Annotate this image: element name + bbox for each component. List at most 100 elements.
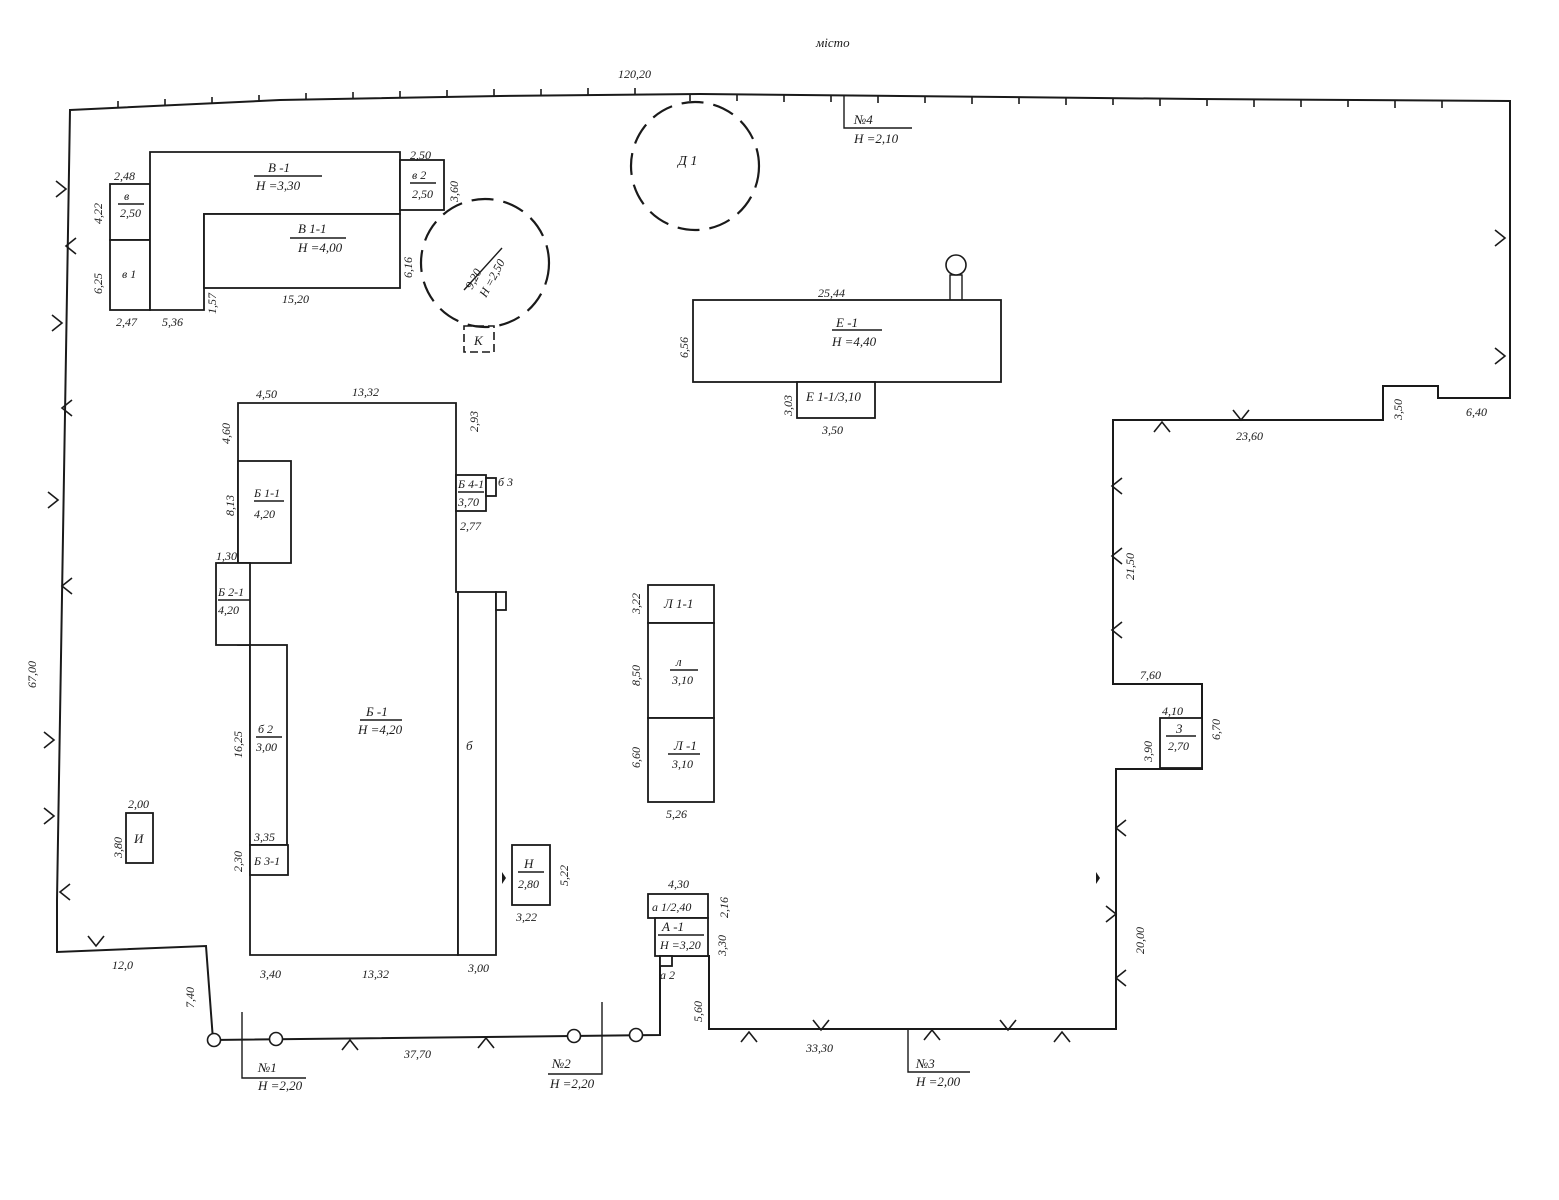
- svg-text:Н =2,10: Н =2,10: [853, 131, 899, 146]
- building-l-height: 3,10: [671, 673, 693, 687]
- dim-a-330: 3,30: [715, 935, 729, 957]
- dim-top: 120,20: [618, 67, 651, 81]
- building-v2-name: в 2: [412, 168, 426, 182]
- building-b4-1-name: Б 4-1: [457, 477, 484, 491]
- building-a1-small-label: а 1/2,40: [652, 900, 691, 914]
- building-v1-name: В -1: [268, 160, 290, 175]
- dim-v-422: 4,22: [91, 203, 105, 224]
- dim-b-130: 1,30: [216, 549, 237, 563]
- svg-text:№4: №4: [853, 112, 873, 127]
- building-i-name: И: [133, 831, 144, 846]
- building-v1-small-name: в 1: [122, 267, 136, 281]
- dim-bottom-left-step: 7,40: [183, 987, 197, 1008]
- street-label: місто: [815, 35, 850, 50]
- building-i: [125, 812, 154, 864]
- dim-n-522: 5,22: [557, 865, 571, 886]
- dim-b-450: 4,50: [256, 387, 277, 401]
- dim-l-526: 5,26: [666, 807, 687, 821]
- svg-text:№1: №1: [257, 1060, 277, 1075]
- building-l-group: [647, 584, 715, 803]
- gate-1: №1 Н =2,20: [241, 1012, 306, 1093]
- building-e-group: [692, 254, 1002, 419]
- dim-l-660: 6,60: [629, 747, 643, 768]
- dim-v-250: 2,50: [410, 148, 431, 162]
- building-b1-1-name: Б 1-1: [253, 486, 280, 500]
- dim-b-460: 4,60: [219, 423, 233, 444]
- dim-z-390: 3,90: [1141, 741, 1155, 763]
- building-b-group: [215, 402, 507, 956]
- gate-2: №2 Н =2,20: [548, 1002, 603, 1091]
- dim-b-277: 2,77: [460, 519, 482, 533]
- building-v-height: 2,50: [120, 206, 141, 220]
- fence-markers: [43, 180, 1507, 1051]
- building-3-height: 2,70: [1168, 739, 1189, 753]
- dim-e-2544: 25,44: [818, 286, 845, 300]
- d1-label: Д 1: [676, 154, 697, 169]
- dim-right-lower: 20,00: [1133, 927, 1147, 954]
- building-b2-height: 3,00: [255, 740, 277, 754]
- dim-i-380: 3,80: [111, 837, 125, 859]
- dim-a-216: 2,16: [717, 897, 731, 918]
- building-b3-1-name: Б 3-1: [253, 854, 280, 868]
- building-l-name: л: [675, 654, 682, 669]
- dim-b-1332-top: 13,32: [352, 385, 379, 399]
- dim-e-350: 3,50: [821, 423, 843, 437]
- svg-text:Н =2,00: Н =2,00: [915, 1074, 961, 1089]
- site-boundary: [56, 92, 1511, 1042]
- dim-b-340: 3,40: [259, 967, 281, 981]
- building-n-name: Н: [523, 856, 534, 871]
- wells: [206, 1027, 644, 1048]
- svg-text:№3: №3: [915, 1056, 935, 1071]
- building-n-height: 2,80: [518, 877, 539, 891]
- building-b3-small-name: б 3: [498, 475, 513, 489]
- dim-right-inner: 23,60: [1236, 429, 1263, 443]
- dim-bottom-right: 33,30: [805, 1041, 833, 1055]
- building-v1-1-height: Н =4,00: [297, 240, 343, 255]
- dim-bottom-mid: 37,70: [403, 1047, 431, 1061]
- building-b4-1-height: 3,70: [457, 495, 479, 509]
- dim-z-670: 6,70: [1209, 719, 1223, 740]
- building-b2-1-height: 4,20: [218, 603, 239, 617]
- dim-e-656: 6,56: [677, 337, 691, 358]
- dim-a-430: 4,30: [668, 877, 689, 891]
- building-e1-name: Е -1: [835, 315, 858, 330]
- building-b2-name: б 2: [258, 722, 273, 736]
- building-l1-name: Л -1: [673, 738, 697, 753]
- building-n: [511, 844, 551, 906]
- gate-4: №4 Н =2,10: [843, 96, 912, 146]
- dim-right-notch-v: 21,50: [1123, 553, 1137, 580]
- svg-text:№2: №2: [551, 1056, 571, 1071]
- dim-v-248: 2,48: [114, 169, 135, 183]
- dim-b-335: 3,35: [253, 830, 275, 844]
- svg-text:Н =2,20: Н =2,20: [257, 1078, 303, 1093]
- dim-i-200: 2,00: [128, 797, 149, 811]
- building-l1-height: 3,10: [671, 757, 693, 771]
- building-a1-name: А -1: [661, 919, 684, 934]
- dim-b-300: 3,00: [467, 961, 489, 975]
- dim-l-850: 8,50: [629, 665, 643, 686]
- dim-bottom-left: 12,0: [112, 958, 133, 972]
- building-a2-label: а 2: [660, 968, 675, 982]
- building-e1-height: Н =4,40: [831, 334, 877, 349]
- dim-v-625: 6,25: [91, 273, 105, 294]
- marker-point-right: [1096, 872, 1100, 884]
- dim-b-1332-bottom: 13,32: [362, 967, 389, 981]
- dim-v-360: 3,60: [447, 181, 461, 203]
- building-b-small-name: б: [466, 738, 473, 753]
- building-v1-height: Н =3,30: [255, 178, 301, 193]
- building-3: [1159, 717, 1203, 769]
- building-l1-1-name: Л 1-1: [663, 596, 693, 611]
- gate-3: №3 Н =2,00: [907, 1029, 970, 1089]
- building-e1-1-label: Е 1-1/3,10: [805, 389, 861, 404]
- dim-n-322: 3,22: [515, 910, 537, 924]
- dim-right-notch-h: 7,60: [1140, 668, 1161, 682]
- building-v-group: [109, 151, 445, 311]
- dim-b-813: 8,13: [223, 495, 237, 516]
- building-b1-height: Н =4,20: [357, 722, 403, 737]
- svg-text:Н =2,20: Н =2,20: [549, 1076, 595, 1091]
- marker-point: [502, 872, 506, 884]
- building-b2-1-name: Б 2-1: [217, 585, 244, 599]
- building-v2-height: 2,50: [412, 187, 433, 201]
- building-b1-1-height: 4,20: [254, 507, 275, 521]
- k-structure: [463, 325, 495, 353]
